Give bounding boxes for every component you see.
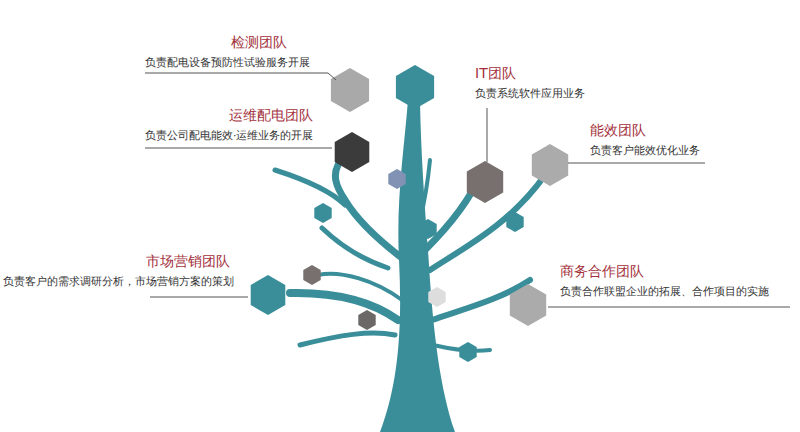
team-heading: 运维配电团队 xyxy=(145,106,314,124)
hexagon xyxy=(314,203,331,223)
hexagon xyxy=(459,342,476,362)
team-label: 能效团队负责客户能效优化业务 xyxy=(590,121,700,159)
team-description: 负责配电设备预防性试验服务开展 xyxy=(145,55,310,71)
leader-lines xyxy=(145,73,790,307)
hexagon xyxy=(419,219,436,239)
hexagon xyxy=(467,161,503,203)
team-label: IT团队负责系统软件应用业务 xyxy=(475,64,585,102)
team-label: 市场营销团队负责客户的需求调研分析，市场营销方案的策划 xyxy=(3,252,234,290)
team-heading: 市场营销团队 xyxy=(3,252,234,270)
team-description: 负责公司配电能效·运维业务的开展 xyxy=(145,128,314,144)
hexagon xyxy=(303,265,320,285)
team-description: 负责客户的需求调研分析，市场营销方案的策划 xyxy=(3,274,234,290)
hexagon xyxy=(388,169,405,189)
hexagon xyxy=(506,212,523,232)
team-description: 负责系统软件应用业务 xyxy=(475,86,585,102)
hexagon xyxy=(396,65,434,109)
team-heading: 能效团队 xyxy=(590,121,700,139)
hexagon xyxy=(358,310,375,330)
team-heading: 商务合作团队 xyxy=(560,262,769,280)
team-label: 检测团队负责配电设备预防性试验服务开展 xyxy=(145,33,310,71)
hexagon xyxy=(532,144,568,186)
team-description: 负责客户能效优化业务 xyxy=(590,143,700,159)
team-label: 商务合作团队负责合作联盟企业的拓展、合作项目的实施 xyxy=(560,262,769,300)
team-description: 负责合作联盟企业的拓展、合作项目的实施 xyxy=(560,284,769,300)
team-heading: IT团队 xyxy=(475,64,585,82)
team-heading: 检测团队 xyxy=(145,33,310,51)
hexagon xyxy=(251,275,286,315)
hexagon xyxy=(335,132,370,172)
hexagon xyxy=(428,287,445,307)
hexagon xyxy=(510,284,546,326)
tree-trunk xyxy=(380,100,455,432)
hexagon xyxy=(331,68,369,112)
team-label: 运维配电团队负责公司配电能效·运维业务的开展 xyxy=(145,106,314,144)
